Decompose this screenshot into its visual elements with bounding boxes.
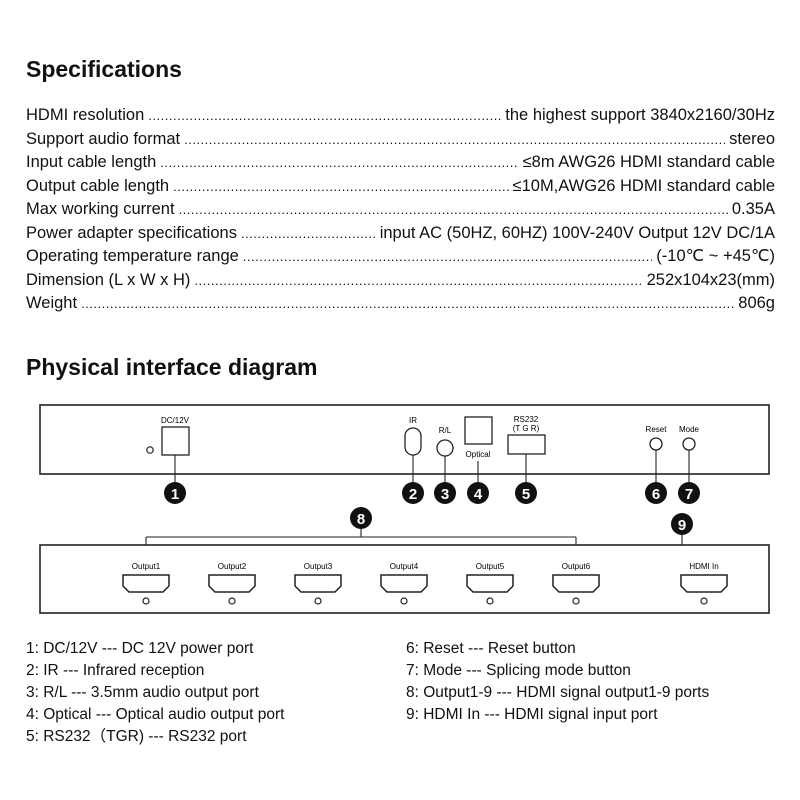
leader-dots [160, 151, 518, 175]
spec-row: Output cable length ≤10M,AWG26 HDMI stand… [26, 174, 775, 198]
hdmi-output-port-6: Output6 [552, 562, 600, 605]
callout-3: 3 [434, 482, 456, 504]
legend-left: 1: DC/12V --- DC 12V power port 2: IR --… [26, 638, 284, 748]
spec-label: Weight [26, 294, 78, 312]
output-label: Output5 [476, 562, 505, 571]
svg-text:5: 5 [522, 486, 530, 503]
svg-text:1: 1 [171, 486, 179, 503]
spec-label: Dimension (L x W x H) [26, 270, 191, 289]
leader-dots [81, 292, 734, 316]
leader-dots [148, 104, 501, 128]
spec-label: Input cable length [26, 153, 157, 171]
leader-dots [241, 222, 376, 246]
reset-label: Reset [646, 425, 668, 434]
spec-row: Support audio format stereo [26, 127, 775, 151]
legend-item-4: 4: Optical --- Optical audio output port [26, 706, 285, 723]
hdmi-output-port-4: Output4 [380, 562, 428, 605]
svg-text:9: 9 [678, 517, 686, 534]
callout-5: 5 [515, 482, 537, 504]
spec-label: HDMI resolution [26, 106, 145, 124]
spec-label: Max working current [26, 200, 175, 218]
ir-label: IR [409, 416, 417, 425]
legend-item-7: 7: Mode --- Splicing mode button [406, 662, 631, 679]
physical-interface-diagram: DC/12V IR R/L Optical RS232 (T G R) Rese… [39, 404, 770, 614]
svg-text:8: 8 [357, 511, 365, 528]
hdmi-output-port-1: Output1 [122, 562, 170, 605]
callout-2: 2 [402, 482, 424, 504]
spec-row: Input cable length ≤8m AWG26 HDMI standar… [26, 150, 775, 174]
svg-text:2: 2 [409, 486, 417, 503]
spec-row: Weight 806g [26, 291, 775, 315]
spec-value: stereo [729, 129, 775, 148]
hdmi-in-port: HDMI In [680, 562, 728, 605]
leader-dots [184, 128, 725, 152]
legend-right: 6: Reset --- Reset button 7: Mode --- Sp… [406, 638, 709, 726]
power-led [146, 446, 154, 454]
hdmi-output-port-5: Output5 [466, 562, 514, 605]
output-label: Output6 [562, 562, 591, 571]
callout-7: 7 [678, 482, 700, 504]
legend-item-5: 5: RS232（TGR) --- RS232 port [26, 728, 247, 745]
spec-label: Output cable length [26, 176, 170, 195]
spec-row: HDMI resolution the highest support 3840x… [26, 103, 775, 127]
mode-label: Mode [679, 425, 700, 434]
leader-dots [194, 269, 642, 293]
specifications-title: Specifications [26, 56, 182, 82]
legend-item-3: 3: R/L --- 3.5mm audio output port [26, 684, 259, 701]
legend-item-9: 9: HDMI In --- HDMI signal input port [406, 706, 658, 723]
back-panel [39, 544, 770, 614]
callout-8: 8 [350, 507, 372, 529]
legend-item-8: 8: Output1-9 --- HDMI signal output1-9 p… [406, 684, 710, 701]
hdmi-output-port-2: Output2 [208, 562, 256, 605]
svg-text:4: 4 [474, 486, 483, 503]
spec-value: 0.35A [731, 200, 775, 218]
spec-value: input AC (50HZ, 60HZ) 100V-240V Output 1… [379, 223, 775, 242]
spec-row: Operating temperature range (-10℃ ~ +45℃) [26, 244, 775, 268]
output-label: Output4 [390, 562, 419, 571]
spec-label: Operating temperature range [26, 247, 239, 265]
output-label: Output2 [218, 562, 247, 571]
callout-6: 6 [645, 482, 667, 504]
callout-1: 1 [164, 482, 186, 504]
optical-port [464, 416, 493, 445]
spec-row: Dimension (L x W x H) 252x104x23(mm) [26, 268, 775, 292]
spec-value: 806g [738, 294, 775, 312]
callout-4: 4 [467, 482, 489, 504]
spec-row: Max working current 0.35A [26, 197, 775, 221]
svg-text:3: 3 [441, 486, 449, 503]
spec-value: (-10℃ ~ +45℃) [656, 247, 775, 265]
svg-text:7: 7 [685, 486, 693, 503]
leader-dots [173, 175, 508, 199]
callout-9: 9 [671, 513, 693, 535]
spec-value: 252x104x23(mm) [646, 270, 775, 289]
spec-row: Power adapter specifications input AC (50… [26, 221, 775, 245]
hdmi-output-port-3: Output3 [294, 562, 342, 605]
spec-label: Power adapter specifications [26, 223, 237, 242]
svg-text:HDMI In: HDMI In [689, 562, 718, 571]
output-label: Output1 [132, 562, 161, 571]
spec-label: Support audio format [26, 129, 181, 148]
spec-value: the highest support 3840x2160/30Hz [505, 106, 775, 124]
diagram-title: Physical interface diagram [26, 354, 318, 380]
rs232-label: RS232 [514, 415, 539, 424]
leader-dots [243, 245, 653, 269]
svg-text:6: 6 [652, 486, 660, 503]
output-label: Output3 [304, 562, 333, 571]
spec-value: ≤8m AWG26 HDMI standard cable [522, 153, 775, 171]
spec-value: ≤10M,AWG26 HDMI standard cable [512, 176, 775, 195]
legend-item-1: 1: DC/12V --- DC 12V power port [26, 640, 254, 657]
leader-dots [179, 198, 728, 222]
rl-label: R/L [439, 426, 452, 435]
optical-label: Optical [466, 450, 491, 459]
legend-item-2: 2: IR --- Infrared reception [26, 662, 205, 679]
legend-item-6: 6: Reset --- Reset button [406, 640, 576, 657]
tgr-label: (T G R) [513, 424, 540, 433]
dc-label: DC/12V [161, 416, 190, 425]
